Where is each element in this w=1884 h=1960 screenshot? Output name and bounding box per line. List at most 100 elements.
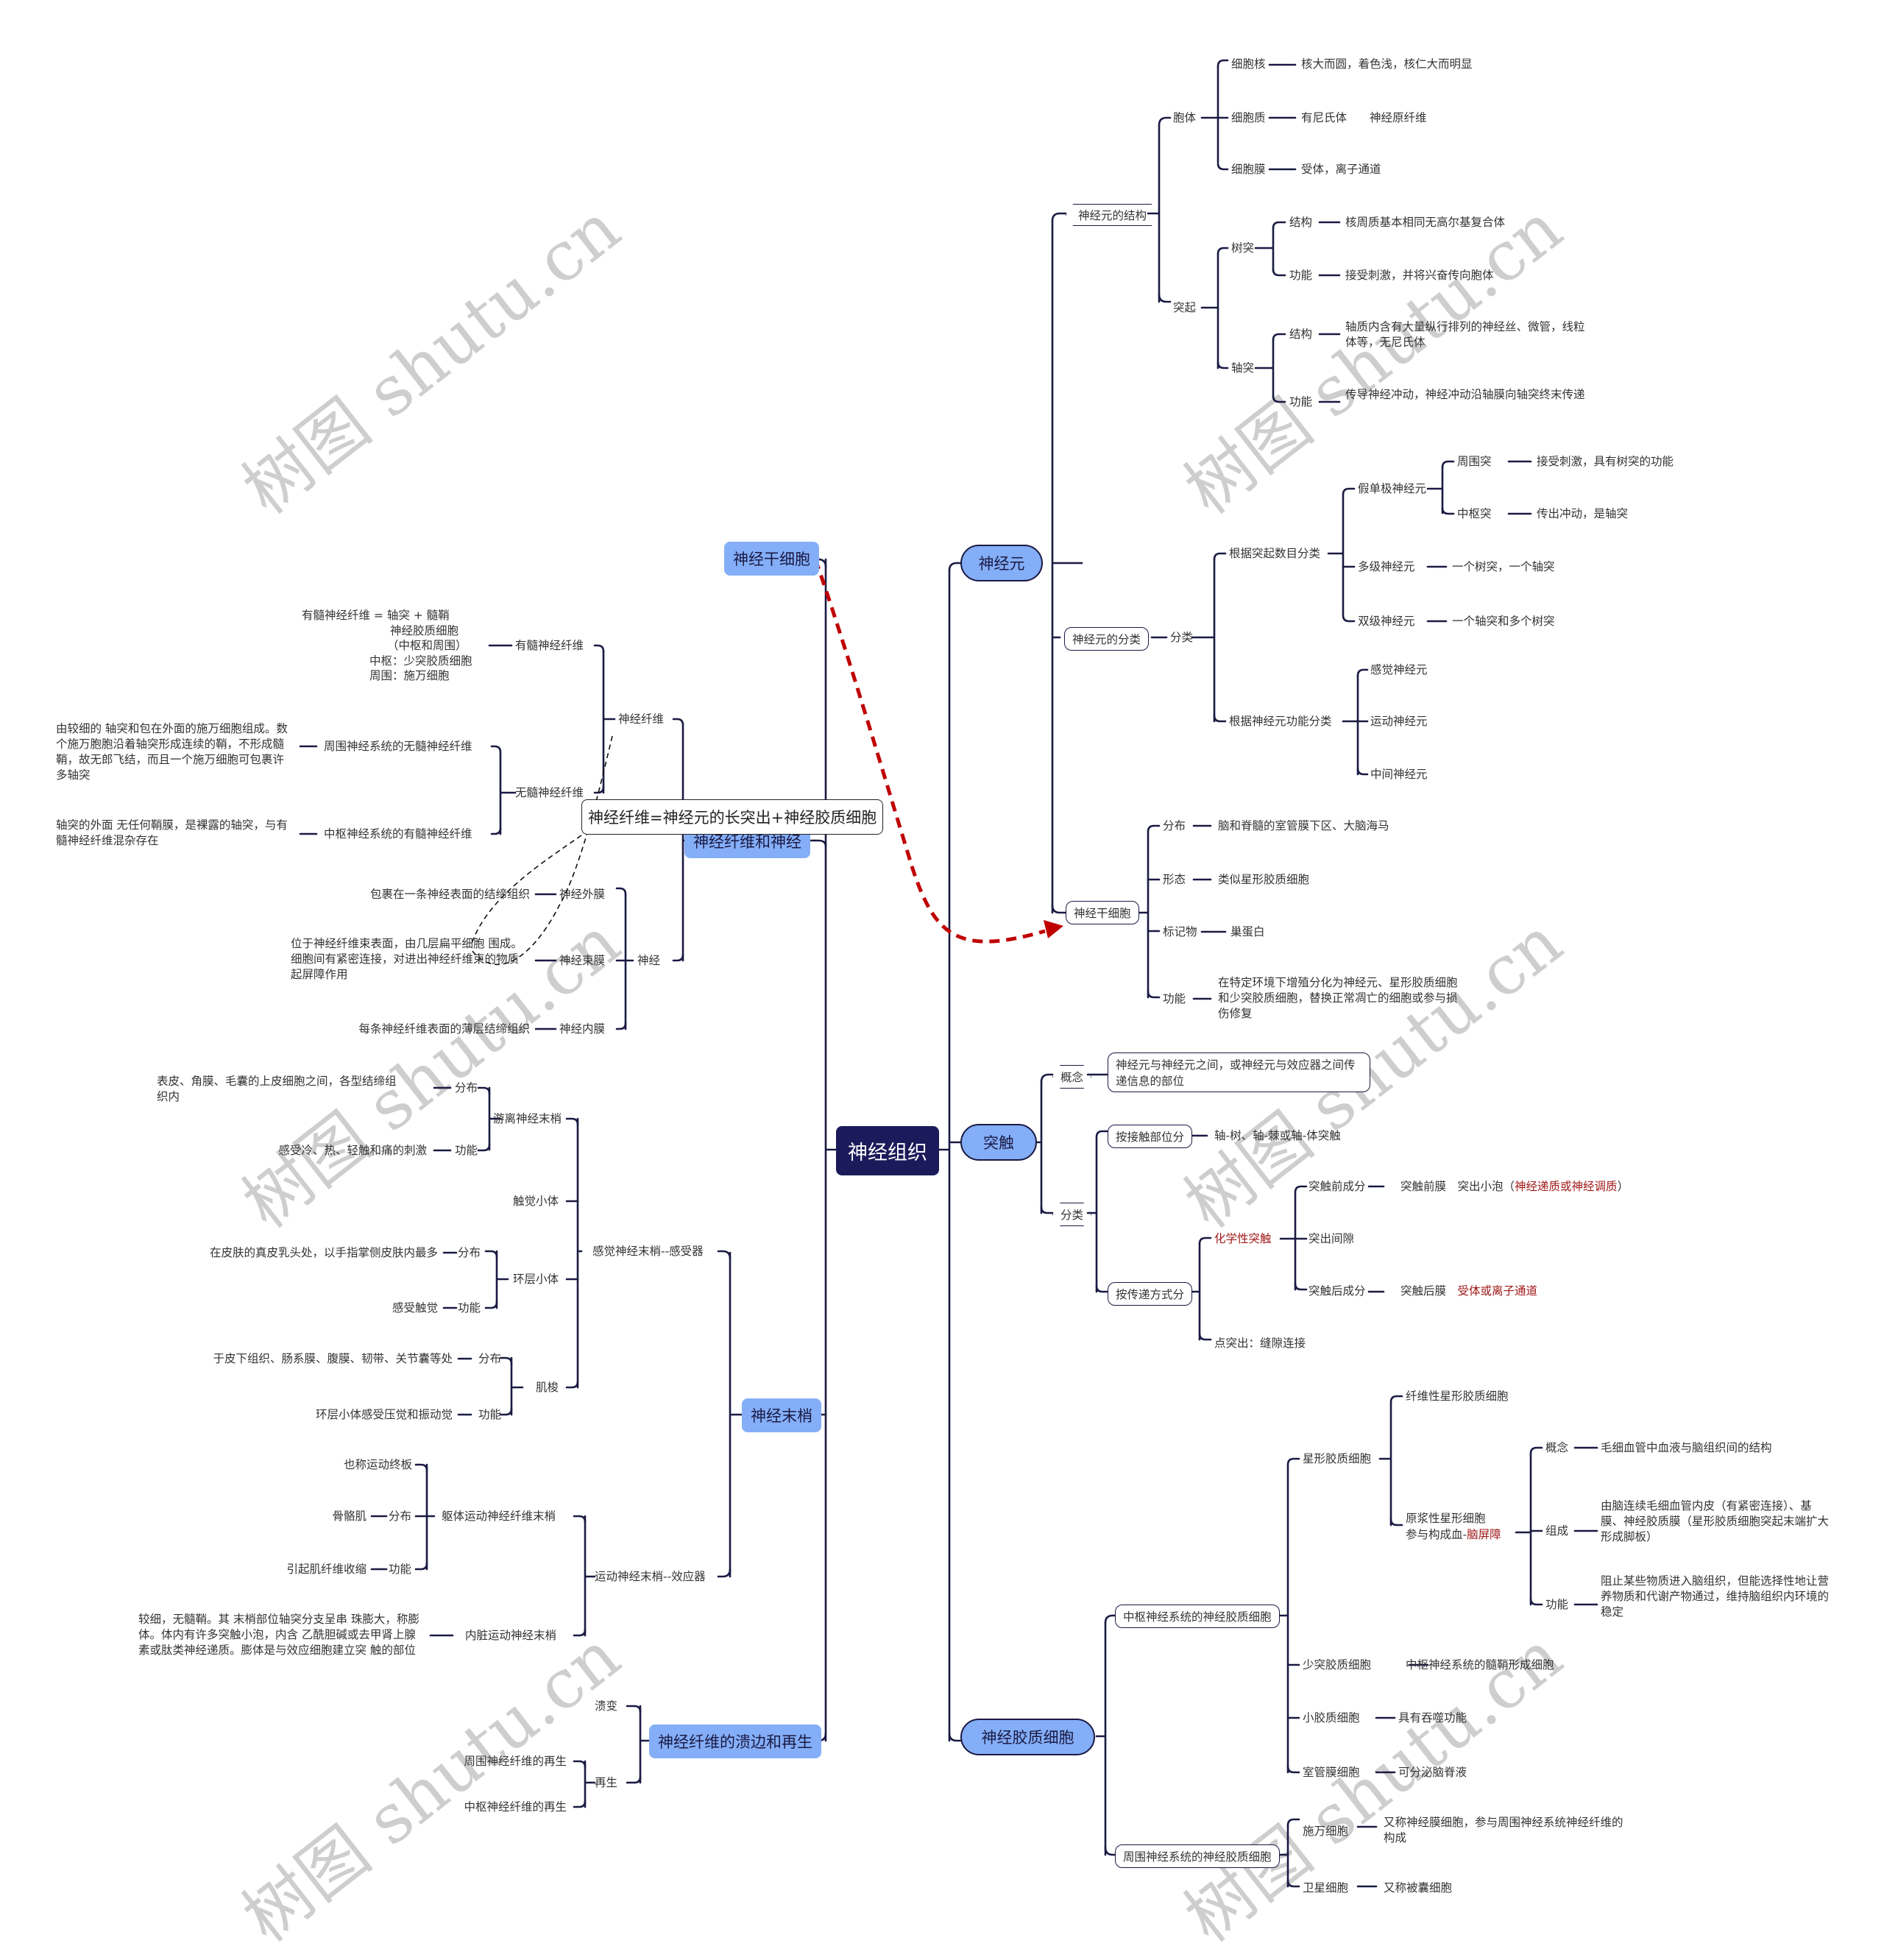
synaptic-cleft: 突出间隙 (1308, 1232, 1355, 1245)
electrical-synapse: 点突出：缝隙连接 (1214, 1337, 1306, 1350)
stem-item-value: 类似星形胶质细胞 (1218, 873, 1310, 886)
glia-node[interactable]: 神经胶质细胞 (960, 1719, 1095, 1755)
free-dist: 表皮、角膜、毛囊的上皮细胞之间，各型结缔组织内 (157, 1075, 397, 1103)
postsynaptic-desc: 突触后膜 受体或离子通道 (1400, 1284, 1538, 1298)
bbb-value: 阻止某些物质进入脑组织，但能选择性地让营养物质和代谢产物通过，维持脑组织内环境的… (1601, 1574, 1830, 1618)
presynaptic-desc: 突触前膜 突出小泡（神经递质或神经调质） (1400, 1180, 1629, 1193)
endings-node[interactable]: 神经末梢 (742, 1398, 821, 1432)
chemical-synapse: 化学性突触 (1214, 1232, 1272, 1245)
perineurium-desc: 位于神经纤维束表面，由几层扁平细胞 围成。细胞间有紧密连接，对进出神经纤维束的物… (291, 937, 523, 981)
satellite-desc: 又称被囊细胞 (1384, 1881, 1453, 1894)
motor-neuron: 运动神经元 (1370, 715, 1428, 728)
unmyelinated-label: 无髓神经纤维 (515, 786, 584, 799)
pns-glia-node[interactable]: 周围神经系统的神经胶质细胞 (1115, 1844, 1280, 1868)
epineurium-label: 神经外膜 (559, 888, 606, 901)
free-endings-label: 游离神经末梢 (493, 1112, 562, 1125)
by-process-label: 根据突起数目分类 (1229, 547, 1321, 560)
spindle-func-key: 功能 (478, 1408, 502, 1421)
regen-node[interactable]: 神经纤维的溃边和再生 (649, 1724, 821, 1758)
inter-neuron: 中间神经元 (1370, 768, 1428, 781)
by-transfer-node[interactable]: 按传递方式分 (1108, 1282, 1193, 1306)
free-dist-key: 分布 (455, 1081, 478, 1094)
perineurium-label: 神经束膜 (559, 954, 606, 967)
ependymal-label: 室管膜细胞 (1303, 1766, 1360, 1779)
root-node[interactable]: 神经组织 (836, 1126, 939, 1175)
lamellar-label: 环层小体 (513, 1273, 559, 1286)
neuron-node[interactable]: 神经元 (960, 545, 1043, 581)
free-func-key: 功能 (455, 1144, 478, 1157)
somatic-label: 躯体运动神经纤维末梢 (442, 1510, 556, 1523)
stem-item-value: 巢蛋白 (1230, 925, 1265, 938)
schwann-label: 施万细胞 (1303, 1825, 1349, 1838)
lamellar-func: 感受触觉 (392, 1301, 438, 1315)
ependymal-desc: 可分泌脑脊液 (1398, 1766, 1467, 1779)
cns-myelinated-label: 中枢神经系统的有髓神经纤维 (324, 827, 472, 841)
endoneurium-label: 神经内膜 (559, 1022, 606, 1036)
lamellar-dist: 在皮肤的真皮乳头处，以手指掌侧皮肤内最多 (209, 1246, 438, 1259)
central-desc: 传出冲动，是轴突 (1537, 507, 1629, 520)
axon-struct: 轴质内含有大量纵行排列的神经丝、微管，线粒体等，无尼氏体 (1345, 320, 1585, 349)
spindle-dist: 于皮下组织、肠系膜、腹膜、韧带、关节囊等处 (213, 1352, 453, 1365)
cns-myelinated-desc: 轴突的外面 无任何鞘膜，是裸露的轴突，与有髓神经纤维混杂存在 (56, 818, 288, 847)
stem-cell-node[interactable]: 神经干细胞 (1066, 901, 1139, 924)
dendrite-label: 树突 (1231, 241, 1255, 255)
cns-glia-node[interactable]: 中枢神经系统的神经胶质细胞 (1115, 1605, 1280, 1628)
bbb-value: 由脑连续毛细血管内皮（有紧密连接）、基膜、神经胶质膜（星形胶质细胞突起末端扩大形… (1601, 1499, 1830, 1543)
nerve-label: 神经 (637, 954, 661, 967)
synapse-concept-label[interactable]: 概念 (1052, 1065, 1092, 1089)
microglia-desc: 具有吞噬功能 (1398, 1711, 1467, 1724)
somatic-func: 引起肌纤维收缩 (286, 1563, 366, 1576)
bipolar-label: 双级神经元 (1358, 615, 1415, 628)
microglia-label: 小胶质细胞 (1303, 1711, 1360, 1724)
cytoplasm-desc: 有尼氏体 神经原纤维 (1301, 111, 1427, 124)
somatic-func-key: 功能 (389, 1563, 412, 1576)
pseudo-label: 假单极神经元 (1358, 482, 1427, 495)
myelinated-label: 有髓神经纤维 (515, 639, 584, 652)
by-contact-node[interactable]: 按接触部位分 (1108, 1125, 1193, 1148)
nerve-fiber-label: 神经纤维 (618, 712, 665, 726)
lamellar-func-key: 功能 (458, 1301, 481, 1315)
nucleus-label: 细胞核 (1231, 57, 1266, 71)
synapse-node[interactable]: 突触 (960, 1124, 1037, 1161)
class-sub-label: 分类 (1170, 631, 1194, 644)
visceral-label: 内脏运动神经末梢 (465, 1629, 557, 1642)
bbb-value: 毛细血管中血液与脑组织间的结构 (1601, 1441, 1772, 1454)
schwann-desc: 又称神经膜细胞，参与周围神经系统神经纤维的构成 (1384, 1816, 1623, 1844)
dendrite-struct-label: 结构 (1289, 216, 1313, 229)
oligodendrocyte-desc: 中枢神经系统的髓鞘形成细胞 (1406, 1658, 1554, 1671)
nerve-fiber-note: 神经纤维=神经元的长突出+神经胶质细胞 (581, 799, 884, 835)
regeneration-label: 再生 (595, 1776, 618, 1789)
dendrite-func-label: 功能 (1289, 269, 1313, 282)
stem-item-key: 功能 (1163, 992, 1186, 1005)
nucleus-desc: 核大而圆，着色浅，核仁大而明显 (1301, 57, 1473, 71)
pns-unmyelinated-desc: 由较细的 轴突和包在外面的施万细胞组成。数个施万胞胞沿着轴突形成连续的鞘，不形成… (56, 722, 288, 782)
visceral-desc: 较细，无髓鞘。其 末梢部位轴突分支呈串 珠膨大，称膨体。体内有许多突触小泡，内含… (138, 1613, 419, 1657)
postsynaptic-label: 突触后成分 (1308, 1284, 1366, 1298)
motor-endings-label: 运动神经末梢--效应器 (595, 1570, 706, 1583)
central-label: 中枢突 (1457, 507, 1492, 520)
synapse-concept: 神经元与神经元之间，或神经元与效应器之间传递信息的部位 (1108, 1052, 1370, 1092)
spindle-dist-key: 分布 (478, 1352, 502, 1365)
neuron-structure-node[interactable]: 神经元的结构 (1066, 204, 1160, 226)
central-regen: 中枢神经纤维的再生 (464, 1800, 567, 1814)
stem-item-key: 标记物 (1163, 925, 1197, 938)
dendrite-struct: 核周质基本相同无高尔基复合体 (1345, 216, 1506, 229)
free-func: 感受冷、热、轻触和痛的刺激 (278, 1144, 427, 1157)
degeneration-label: 溃变 (595, 1699, 618, 1713)
bipolar-desc: 一个轴突和多个树突 (1452, 615, 1555, 628)
spindle-label: 肌梭 (536, 1381, 559, 1394)
membrane-label: 细胞膜 (1231, 163, 1266, 176)
synapse-class-label[interactable]: 分类 (1052, 1203, 1092, 1226)
axon-func-label: 功能 (1289, 395, 1313, 408)
epineurium-desc: 包裹在一条神经表面的结缔组织 (369, 888, 530, 901)
neuron-class-node[interactable]: 神经元的分类 (1064, 627, 1150, 651)
tactile-corpuscle: 触觉小体 (513, 1195, 559, 1208)
multipolar-desc: 一个树突，一个轴突 (1452, 560, 1555, 573)
left-stem-cell-node[interactable]: 神经干细胞 (724, 542, 819, 576)
bbb-key: 功能 (1545, 1598, 1569, 1611)
by-contact-desc: 轴-树、轴-棘或轴-体突触 (1214, 1129, 1341, 1142)
spindle-func: 环层小体感受压觉和振动觉 (315, 1408, 453, 1421)
presynaptic-label: 突触前成分 (1308, 1180, 1366, 1193)
process-label: 突起 (1173, 301, 1197, 314)
